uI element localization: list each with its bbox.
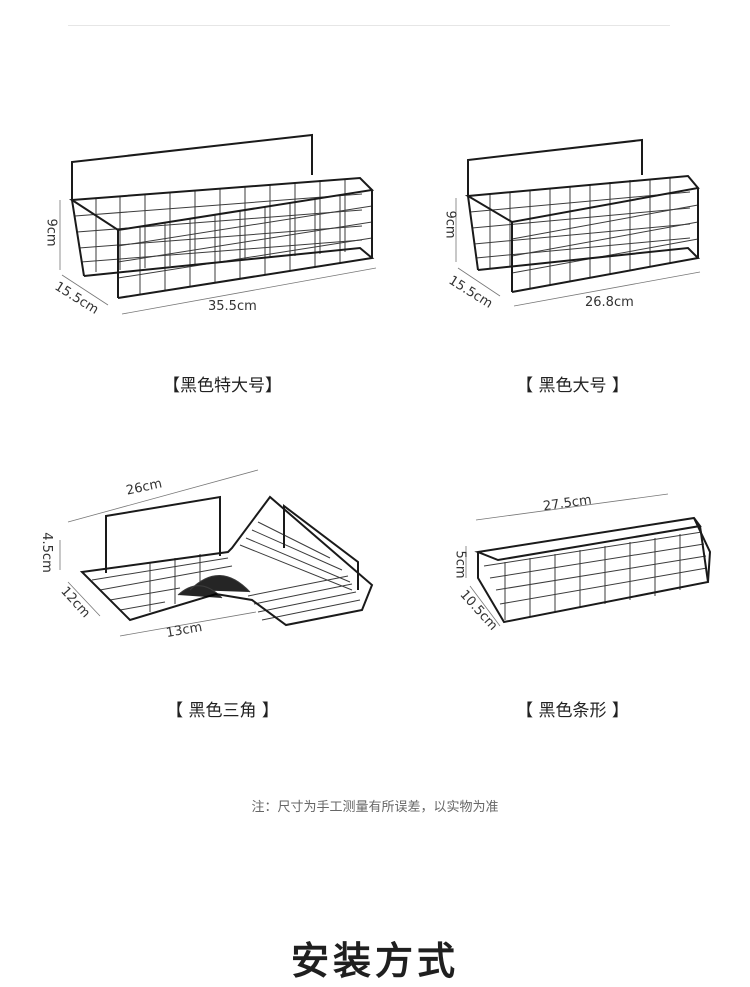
large-product-label: 【 黑色大号 】	[516, 376, 629, 396]
large-basket-illustration	[455, 138, 701, 307]
strip-height-dim: 5cm	[452, 550, 468, 579]
xl-product-label: 【黑色特大号】	[163, 376, 282, 396]
installation-section-title: 安装方式	[290, 939, 459, 983]
strip-shelf-illustration	[465, 493, 712, 627]
strip-product-label: 【 黑色条形 】	[516, 701, 629, 721]
xl-basket-illustration	[59, 133, 377, 315]
xl-width-dim: 35.5cm	[208, 299, 257, 314]
top-divider	[68, 25, 670, 26]
corner-product-label: 【 黑色三角 】	[166, 701, 279, 721]
large-width-dim: 26.8cm	[585, 295, 634, 310]
measurement-note: 注：尺寸为手工测量有所误差，以实物为准	[251, 800, 499, 815]
corner-shelf-illustration	[59, 469, 374, 637]
